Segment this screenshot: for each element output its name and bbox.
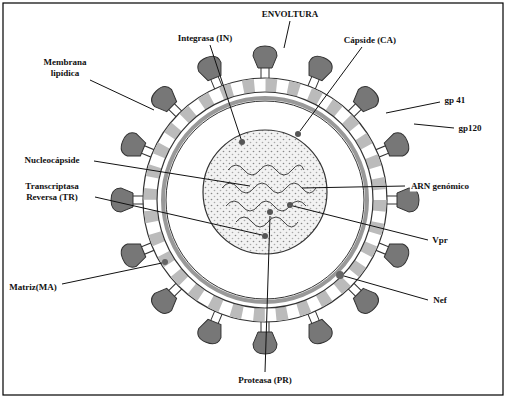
part-label: Nucleocápside <box>24 155 81 166</box>
part-label: Nef <box>432 295 448 306</box>
part-label: Transcriptasa Reversa (TR) <box>12 181 92 203</box>
part-label: gp 41 <box>444 95 467 106</box>
lipid-membrane <box>143 78 387 322</box>
part-label: Matriz(MA) <box>8 282 57 293</box>
part-label: ENVOLTURA <box>261 9 320 20</box>
protein-dots <box>162 131 344 279</box>
capsid-core <box>203 130 327 254</box>
matrix-layer <box>163 98 367 302</box>
leader-lines <box>62 21 454 372</box>
part-label: Cápside (CA) <box>343 35 397 46</box>
part-label: Proteasa (PR) <box>237 375 293 386</box>
part-label: gp120 <box>457 123 482 134</box>
envelope-spikes <box>111 46 419 354</box>
part-label: Vpr <box>431 235 449 246</box>
part-label: ARN genómico <box>410 181 470 192</box>
part-label: Membrana lipídica <box>35 57 95 79</box>
part-label: Integrasa (IN) <box>177 33 234 44</box>
frame <box>3 3 503 395</box>
